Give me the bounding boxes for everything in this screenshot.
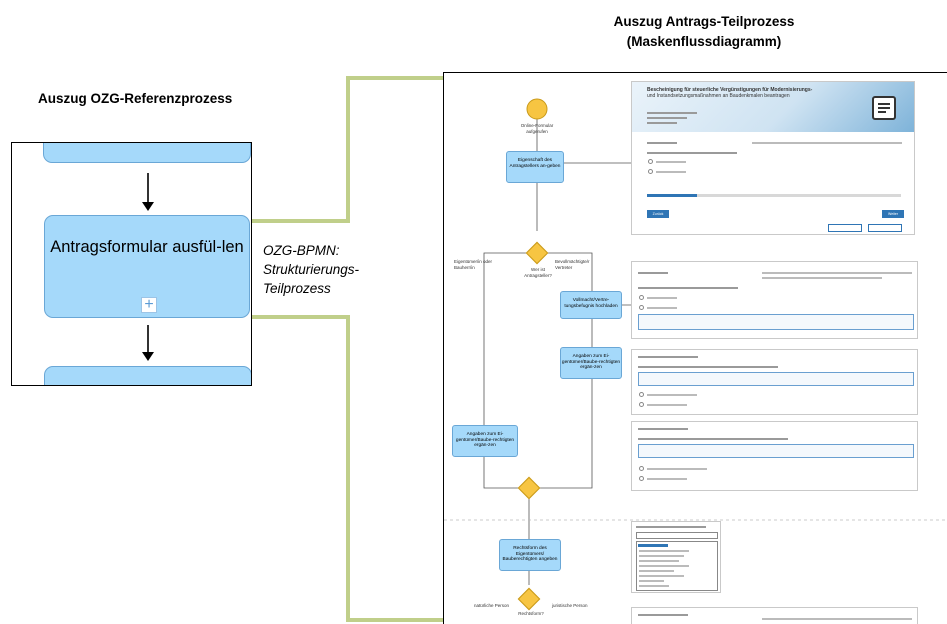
form-mask-5 [631,521,721,593]
previous-task[interactable] [43,143,251,163]
task-vollmacht[interactable]: Vollmacht/Vertre-tungsbefugnis hochladen [560,291,622,319]
ozg-process-frame: Antragsformular ausfül-len + [11,142,252,386]
task-angaben-2[interactable]: Angaben zum Ei-gentümer/Baube-rechtigten… [452,425,518,457]
form-header [632,82,914,132]
right-title-line1: Auszug Antrags-Teilprozess [613,14,795,29]
form-mask-4 [631,421,918,491]
bpmn-label-line3: Teilprozess [263,281,331,296]
branch-left-label: Eigentümer/in oder Bauherr/in [454,259,493,270]
bpmn-label-line1: OZG-BPMN: [263,243,340,258]
form-mask-2 [631,261,918,339]
gateway-label: Wer ist Antragsteller? [524,267,552,278]
edit-form-icon [872,96,896,120]
connector-top [252,76,443,223]
right-title: Auszug Antrags-Teilprozess (Maskenflussd… [594,12,814,52]
form-mask-3 [631,349,918,415]
task-angaben-1[interactable]: Angaben zum Ei-gentümer/Baube-rechtigten… [560,347,622,379]
branch-right-label: Bevollmächtigte/r Vertreter [555,259,590,270]
bpmn-label-line2: Strukturierungs- [263,262,360,277]
form-title: Bescheinigung für steuerliche Vergünstig… [647,87,813,93]
antragsformular-task[interactable]: Antragsformular ausfül-len + [44,215,250,318]
branch-natural-label: natürliche Person [474,603,510,608]
maskenfluss-frame: Online-Formular aufgerufen Eigenschaft d… [443,72,947,624]
sequence-arrows [142,173,154,361]
next-button[interactable]: Weiter [882,210,904,218]
next-task[interactable] [44,366,251,385]
branch-juristic-label: juristische Person [552,603,588,608]
form-mask-1: Bescheinigung für steuerliche Vergünstig… [631,81,915,235]
back-button[interactable]: Zurück [647,210,669,218]
rechtsform-label: Rechtsform? [518,611,544,616]
right-title-line2: (Maskenflussdiagramm) [626,34,782,49]
task-label: Antragsformular ausfül-len [50,238,244,256]
task-rechtsform[interactable]: Rechtsform des Eigentümers/ Bauberechtig… [499,539,561,571]
form-subtitle: und Instandsetzungsmaßnahmen an Baudenkm… [647,93,790,99]
connector-bottom [252,315,443,622]
left-title: Auszug OZG-Referenzprozess [38,91,233,106]
start-event [526,98,548,120]
form-mask-6 [631,607,918,624]
start-label: Online-Formular aufgerufen [520,123,554,134]
mask-flow-lines [444,98,947,585]
subprocess-plus-icon[interactable]: + [141,297,157,313]
task-eigenschaft[interactable]: Eigenschaft des Antragstellers an-geben [506,151,564,183]
bpmn-label: OZG-BPMN: Strukturierungs- Teilprozess [263,241,359,298]
